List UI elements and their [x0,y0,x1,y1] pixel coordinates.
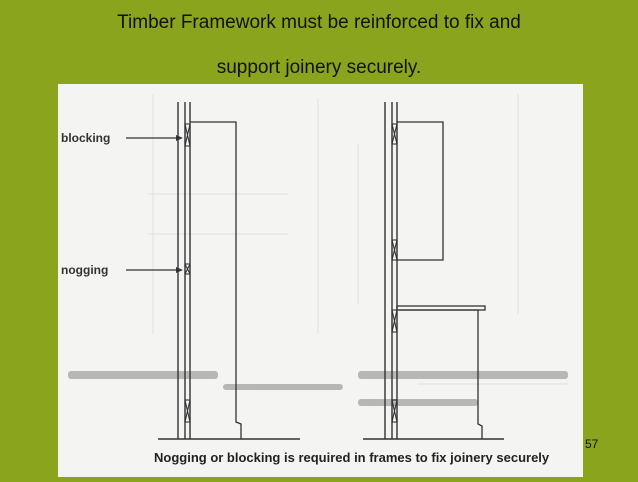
left-blocking-top [184,123,191,147]
title-line-1: Timber Framework must be reinforced to f… [117,12,521,33]
blocking-arrow [126,135,183,141]
base-unit [396,305,486,439]
scan-texture [148,94,568,385]
right-blocking-1 [391,123,398,145]
right-wall [384,102,398,439]
left-nogging [184,263,191,275]
left-blocking-bottom [184,399,191,423]
right-blocking-4 [391,399,398,423]
right-blocking-3 [391,309,398,333]
nogging-arrow [126,267,183,273]
scan-text-smudge [68,371,568,406]
blocking-label: blocking [61,131,110,145]
wall-cabinet [397,121,444,261]
diagram-caption: Nogging or blocking is required in frame… [154,450,550,465]
framework-diagram: blocking nogging [61,94,568,465]
page-number: 57 [585,437,599,451]
diagram-image: blocking nogging [58,84,583,477]
title-line-2: support joinery securely. [216,57,422,78]
nogging-label: nogging [61,263,108,277]
tall-cabinet [190,121,242,439]
right-blocking-2 [391,239,398,261]
